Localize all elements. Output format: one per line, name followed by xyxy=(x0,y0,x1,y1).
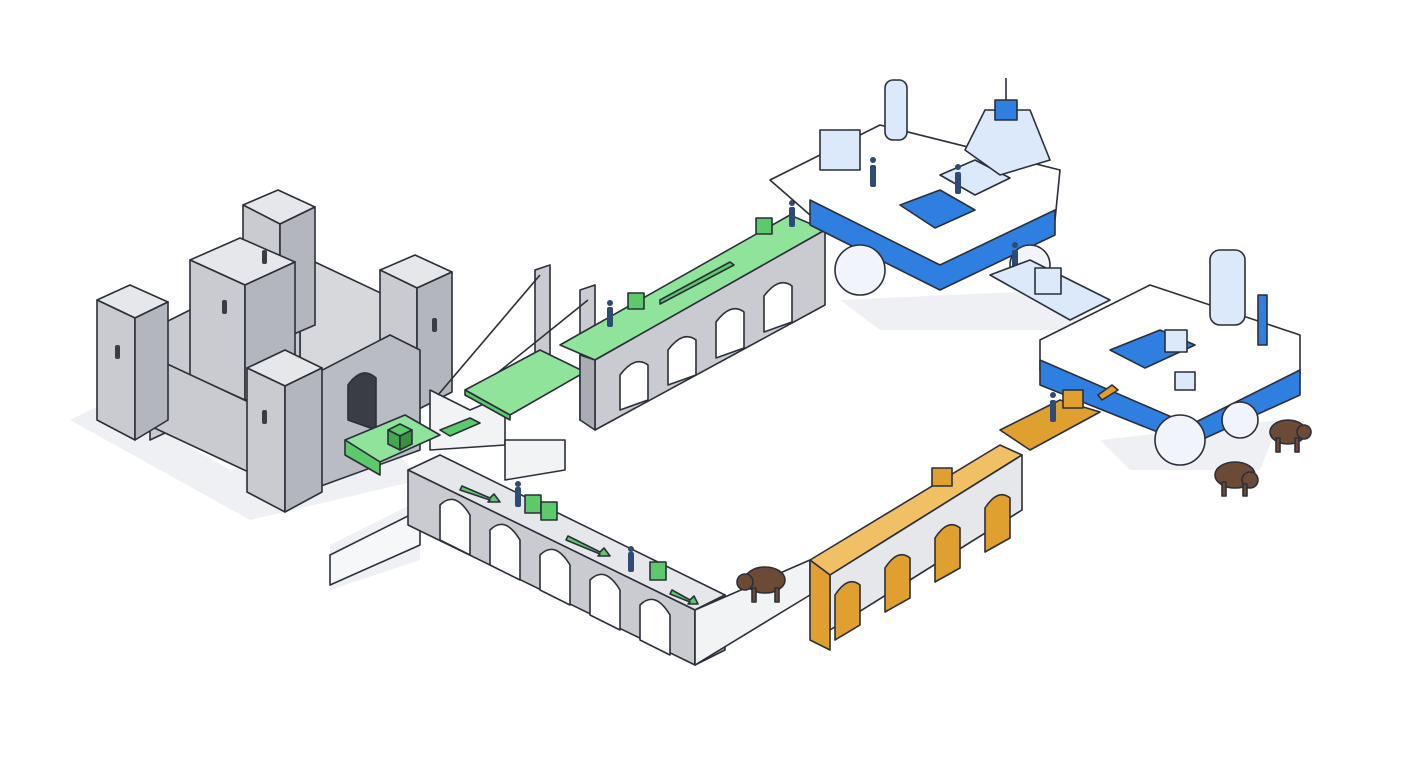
arrow-icon xyxy=(459,485,699,605)
worker-icon xyxy=(515,481,634,572)
bison-icon xyxy=(736,566,786,603)
aqueduct-bridge-upper xyxy=(559,214,826,431)
blue-platform-icon xyxy=(1039,249,1301,466)
worker-icon xyxy=(1050,392,1056,422)
bison-icon xyxy=(1214,461,1259,497)
crate-icon xyxy=(524,494,667,581)
bison-icon xyxy=(1269,419,1312,453)
worker-icon xyxy=(607,200,795,327)
green-ramp xyxy=(344,414,441,476)
castle-icon xyxy=(96,189,453,513)
orange-bridge-icon xyxy=(809,384,1119,651)
connector-walkway xyxy=(989,259,1111,321)
blue-platform-icon xyxy=(769,78,1061,296)
castle-windows xyxy=(115,250,437,424)
aqueduct-bridge-icon xyxy=(407,454,811,666)
